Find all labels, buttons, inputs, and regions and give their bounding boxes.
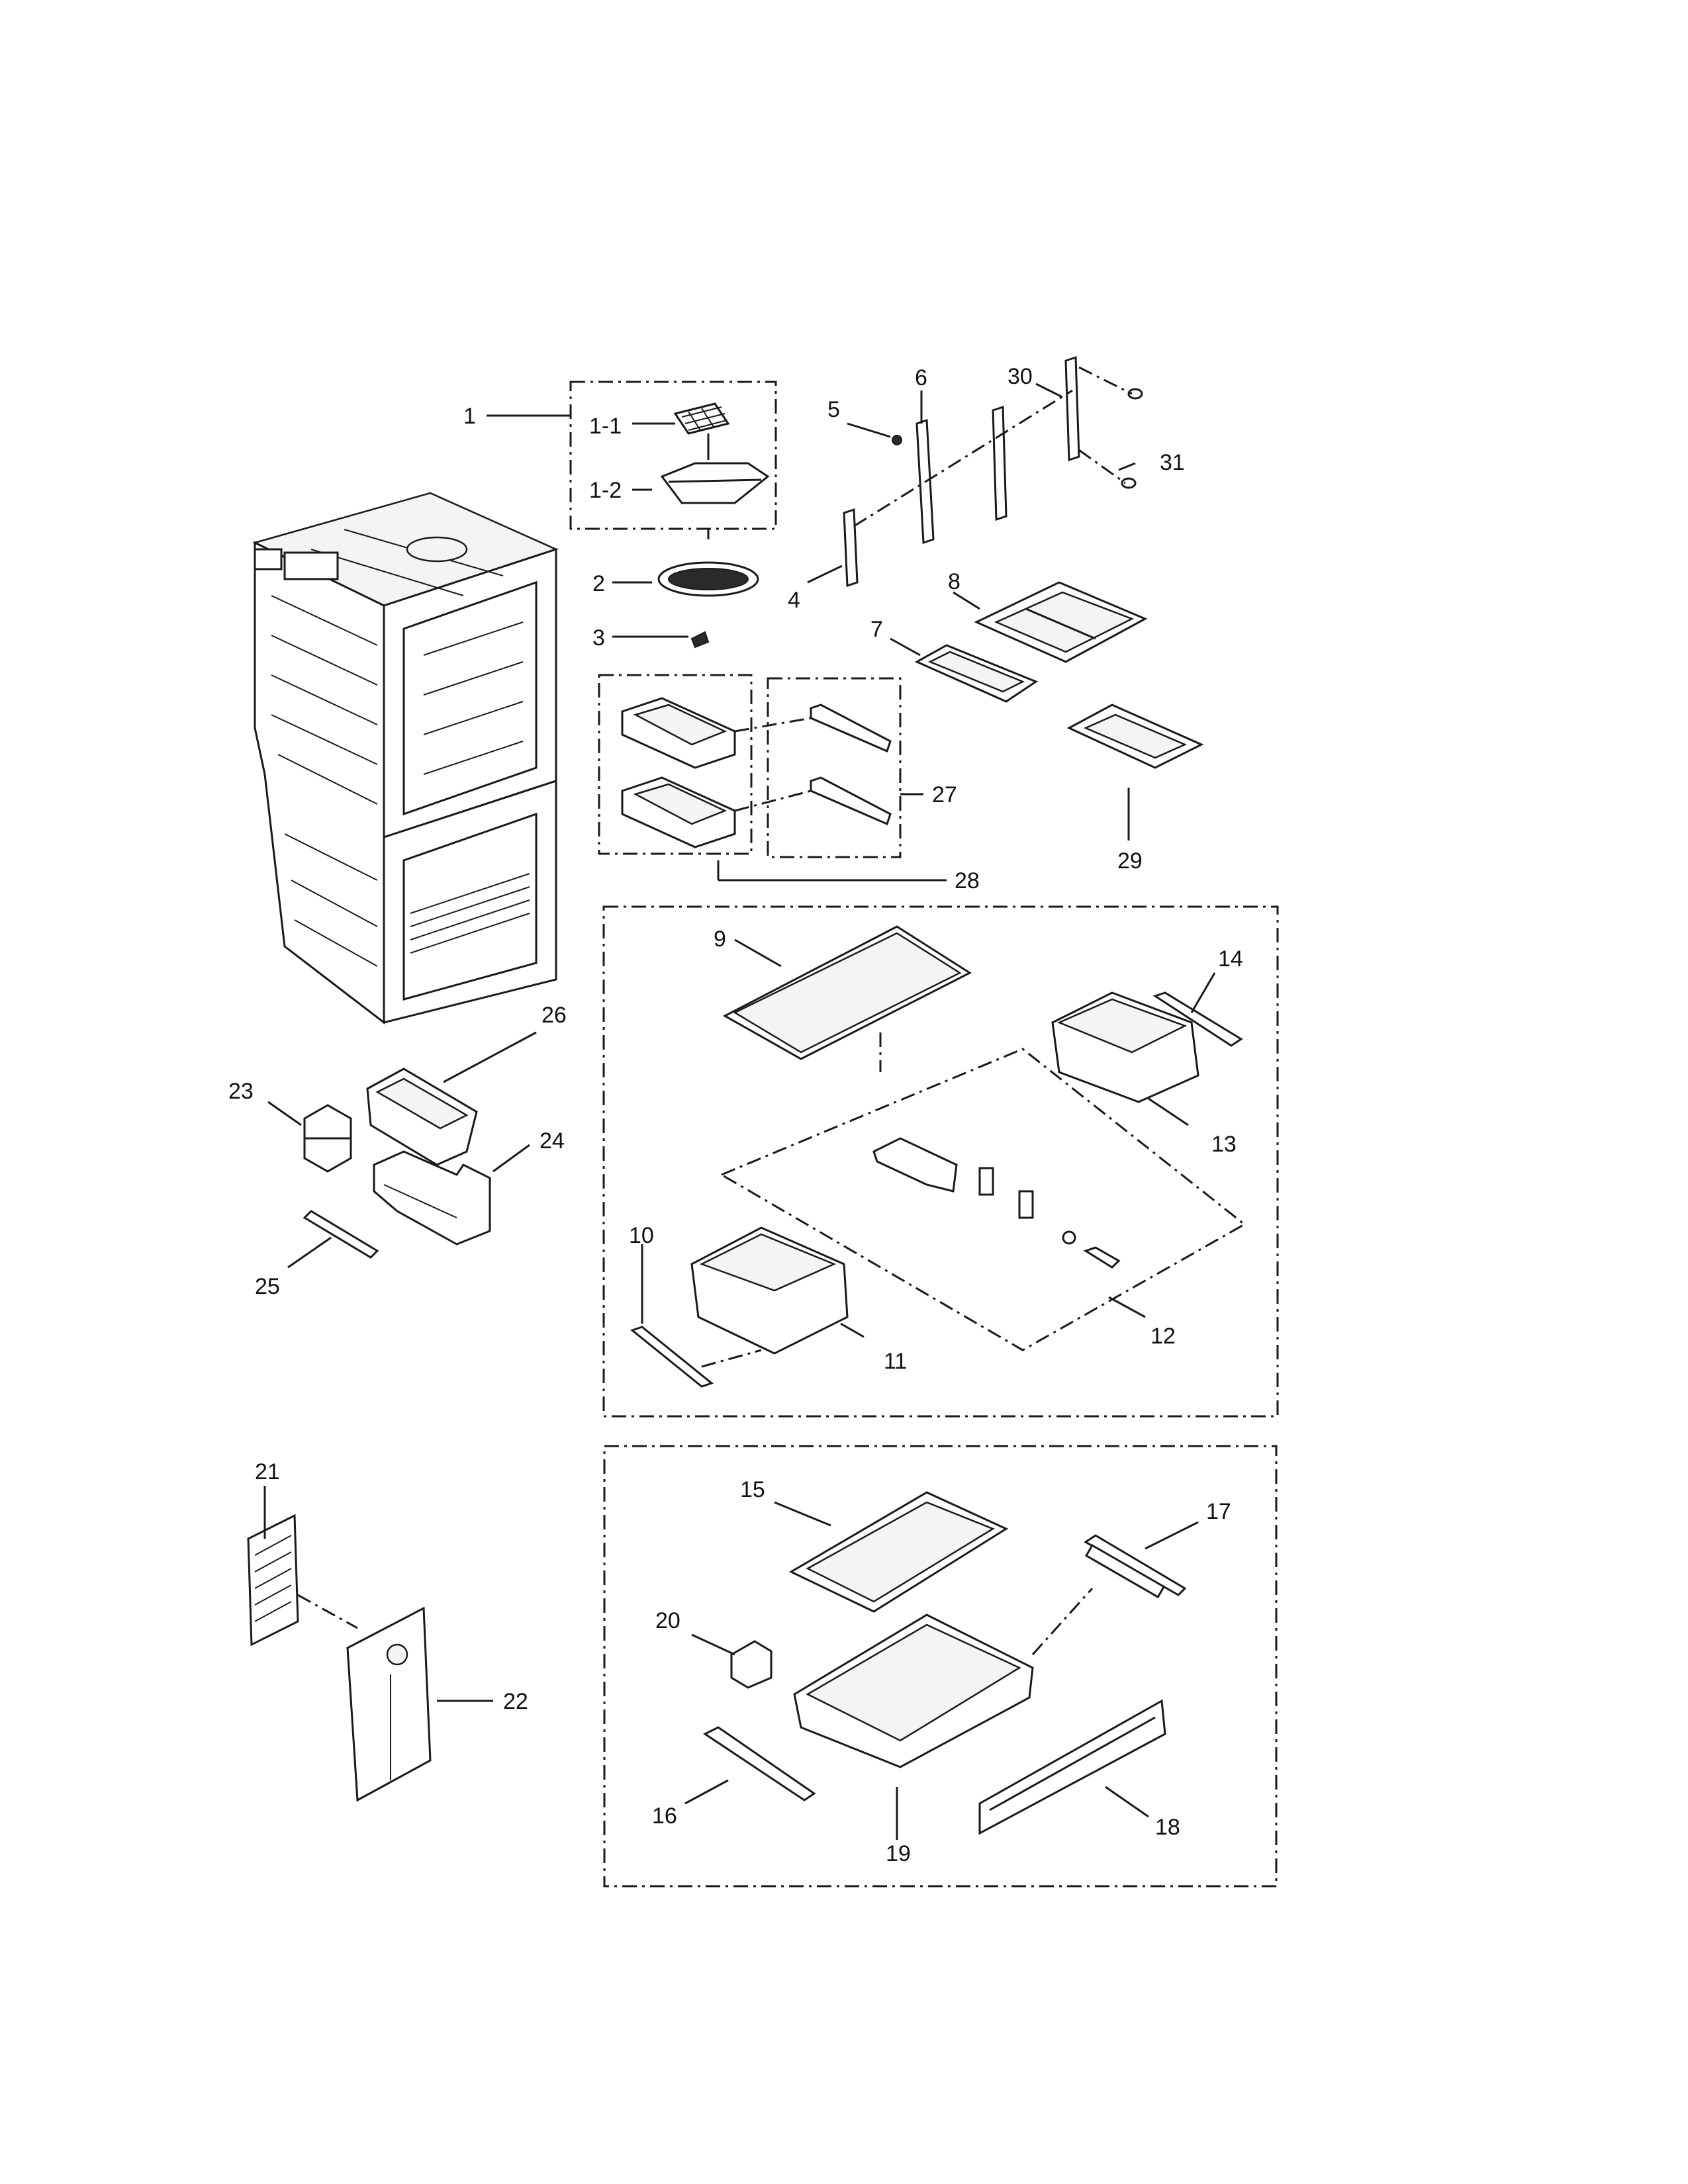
group-27-box — [734, 677, 902, 858]
callout-6: 6 — [915, 365, 927, 390]
callout-24: 24 — [539, 1128, 565, 1154]
part-24-bucket — [373, 1150, 491, 1246]
callout-13: 13 — [1211, 1132, 1237, 1157]
callout-14: 14 — [1218, 946, 1243, 972]
callout-18: 18 — [1155, 1815, 1180, 1840]
part-26-icemaker — [366, 1068, 478, 1166]
callout-3: 3 — [592, 625, 605, 651]
part-25-plate — [303, 1210, 379, 1259]
freezer-group-box — [603, 1445, 1278, 1888]
callout-26: 26 — [541, 1003, 567, 1028]
part-5-screw — [892, 435, 902, 445]
callout-19: 19 — [886, 1841, 911, 1866]
part-30-rail — [1064, 355, 1080, 462]
callout-30: 30 — [1008, 364, 1033, 389]
cabinet-body — [252, 492, 559, 1025]
part-2-filter — [657, 561, 759, 597]
callout-22: 22 — [503, 1689, 528, 1714]
callout-17: 17 — [1206, 1499, 1231, 1524]
callout-5: 5 — [827, 397, 840, 422]
part-7-shelf — [914, 644, 1039, 703]
callout-10: 10 — [629, 1223, 654, 1248]
part-21-cover — [247, 1514, 358, 1647]
callout-labels: 1 1-1 1-2 2 3 4 5 6 7 8 9 10 11 12 13 14… — [228, 364, 1243, 1866]
callout-1: 1 — [463, 404, 476, 429]
callout-31: 31 — [1160, 450, 1185, 475]
callout-20: 20 — [655, 1608, 680, 1633]
callout-7: 7 — [870, 617, 883, 642]
crisper-group-box — [602, 905, 1279, 1418]
callout-8: 8 — [948, 569, 961, 594]
callout-23: 23 — [228, 1079, 254, 1104]
callout-15: 15 — [740, 1477, 765, 1502]
callout-16: 16 — [652, 1803, 677, 1829]
part-3-clip — [690, 631, 710, 649]
callout-1-1: 1-1 — [589, 414, 622, 439]
part-22-panel — [346, 1606, 432, 1802]
part-29-shelf — [1066, 704, 1204, 769]
callout-28: 28 — [955, 868, 980, 893]
group-28-box — [598, 674, 753, 855]
callout-9: 9 — [714, 927, 726, 952]
callout-29: 29 — [1117, 848, 1143, 874]
part-23-motor — [303, 1104, 352, 1173]
part-rail-middle — [992, 405, 1008, 522]
callout-4: 4 — [788, 588, 800, 613]
callout-25: 25 — [255, 1274, 280, 1299]
callout-1-2: 1-2 — [589, 478, 622, 503]
callout-12: 12 — [1150, 1324, 1176, 1349]
part-8-shelf — [974, 581, 1148, 663]
group-1-box — [569, 381, 777, 539]
callout-27: 27 — [932, 782, 957, 807]
callout-21: 21 — [255, 1459, 280, 1484]
leader-lines — [263, 383, 1216, 1840]
callout-2: 2 — [592, 571, 605, 596]
part-4-rail — [843, 508, 859, 588]
part-31-cap — [1078, 366, 1143, 489]
callout-11: 11 — [884, 1349, 907, 1374]
